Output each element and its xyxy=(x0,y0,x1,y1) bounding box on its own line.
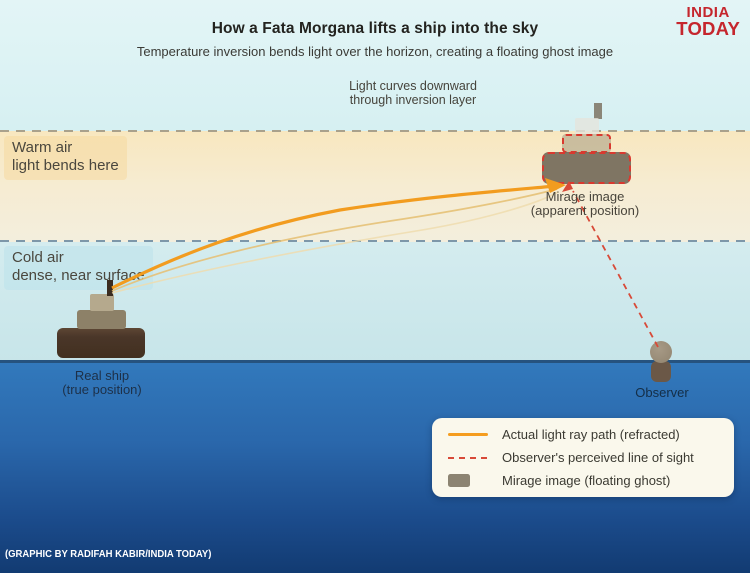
cold-air-label-line2: dense, near surface xyxy=(12,267,145,285)
observer-position-label: Observer xyxy=(635,385,689,400)
india-today-logo: INDIA TODAY xyxy=(676,4,740,39)
mirage-ship-cabin xyxy=(575,118,599,135)
mirage-label-line1: Mirage image xyxy=(545,189,625,204)
graphic-credit: (GRAPHIC BY RADIFAH KABIR/INDIA TODAY) xyxy=(5,549,212,560)
real-ship-hull xyxy=(57,328,145,358)
cold-air-label-line1: Cold air xyxy=(12,249,64,266)
legend-label: Actual light ray path (refracted) xyxy=(502,427,680,442)
sky-layer xyxy=(0,0,750,131)
page-title: How a Fata Morgana lifts a ship into the… xyxy=(211,20,539,37)
inversion-layer-top-boundary xyxy=(0,130,750,132)
legend-item-mirage-image: Mirage image (floating ghost) xyxy=(432,472,734,490)
orange-line-swatch xyxy=(448,433,488,436)
sea-surface-line xyxy=(0,360,750,363)
inversion-annotation-line2: through inversion layer xyxy=(349,93,477,107)
real-ship-deck xyxy=(77,310,126,329)
real-ship-label-line2: (true position) xyxy=(62,382,142,398)
mirage-position-label: Mirage image (apparent position) xyxy=(505,189,665,219)
mirage-ship-hull xyxy=(542,152,631,184)
real-ship-cabin xyxy=(90,294,114,311)
real-ship-position-label: Real ship (true position) xyxy=(22,368,182,398)
warm-air-label-line1: Warm air xyxy=(12,139,73,156)
logo-line-today: TODAY xyxy=(676,17,740,39)
legend-label: Observer's perceived line of sight xyxy=(502,450,694,465)
warm-air-label-line2: light bends here xyxy=(12,157,119,175)
legend-label: Mirage image (floating ghost) xyxy=(502,473,671,488)
logo-line-india: INDIA xyxy=(686,4,730,21)
inversion-annotation: Light curves downward through inversion … xyxy=(303,79,523,107)
legend-item-sight-line: Observer's perceived line of sight xyxy=(432,449,734,467)
mirage-ship-chimney xyxy=(594,103,602,119)
observer-head xyxy=(650,341,672,363)
red-dashed-line-swatch xyxy=(448,456,488,459)
warm-air-label: Warm air light bends here xyxy=(4,136,127,180)
inversion-annotation-line1: Light curves downward xyxy=(349,79,477,93)
mirage-ship-deck xyxy=(562,134,611,153)
cold-air-label: Cold air dense, near surface xyxy=(4,246,153,290)
legend-box: Actual light ray path (refracted) Observ… xyxy=(432,418,734,497)
observer-body xyxy=(651,361,671,382)
legend-item-actual-ray: Actual light ray path (refracted) xyxy=(432,426,734,444)
mirage-label-line2: (apparent position) xyxy=(530,203,640,219)
gray-rect-swatch xyxy=(448,474,488,487)
real-ship-label-line1: Real ship xyxy=(74,368,130,383)
inversion-layer-bottom-boundary xyxy=(0,240,750,242)
page-subtitle: Temperature inversion bends light over t… xyxy=(136,44,614,59)
real-ship-mast xyxy=(107,280,113,296)
